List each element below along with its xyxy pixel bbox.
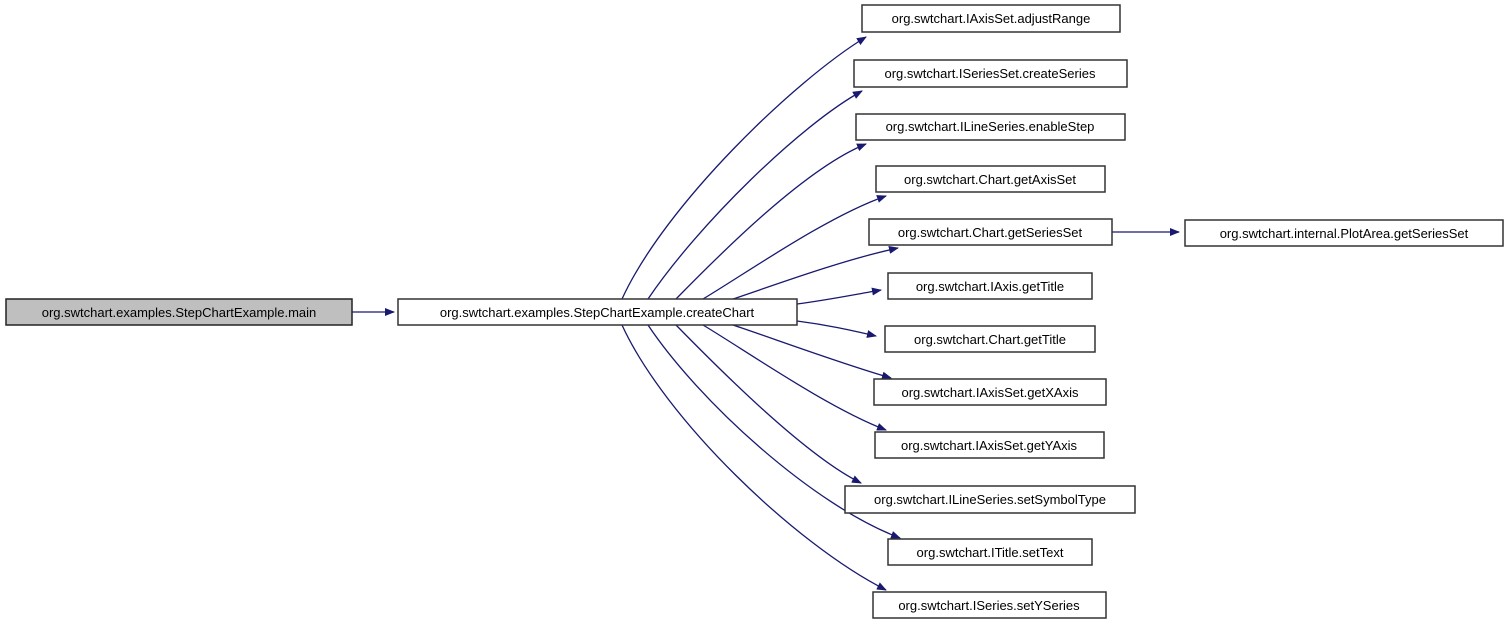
edge-createchart-to-getseriesset	[732, 245, 899, 300]
edge-createchart-to-setyseries	[621, 324, 887, 591]
node-getseriesset-box	[868, 218, 1113, 246]
node-setsymboltype-label: org.swtchart.ILineSeries.setSymbolType	[874, 492, 1106, 507]
node-enablestep-label: org.swtchart.ILineSeries.enableStep	[886, 119, 1095, 134]
edge-createchart-to-enablestep	[675, 143, 867, 300]
node-createseries[interactable]: org.swtchart.ISeriesSet.createSeries	[853, 59, 1128, 88]
node-chart-gettitle-label: org.swtchart.Chart.getTitle	[914, 332, 1066, 347]
node-getseriesset-label: org.swtchart.Chart.getSeriesSet	[898, 225, 1083, 240]
node-plotarea-getseriesset-box	[1184, 219, 1504, 247]
edge-createchart-to-createseries	[647, 90, 863, 300]
node-setyseries[interactable]: org.swtchart.ISeries.setYSeries	[872, 591, 1107, 619]
node-settext[interactable]: org.swtchart.ITitle.setText	[887, 538, 1093, 566]
node-getxaxis-label: org.swtchart.IAxisSet.getXAxis	[901, 385, 1079, 400]
node-setsymboltype[interactable]: org.swtchart.ILineSeries.setSymbolType	[844, 485, 1136, 514]
edge-createchart-to-getaxisset	[702, 195, 887, 300]
node-getaxisset-label: org.swtchart.Chart.getAxisSet	[904, 172, 1076, 187]
node-getxaxis[interactable]: org.swtchart.IAxisSet.getXAxis	[873, 378, 1107, 406]
node-getseriesset[interactable]: org.swtchart.Chart.getSeriesSet	[868, 218, 1113, 246]
edge-createchart-to-getxaxis	[732, 324, 892, 380]
node-iaxis-gettitle-box	[887, 272, 1093, 300]
node-createseries-label: org.swtchart.ISeriesSet.createSeries	[885, 66, 1096, 81]
node-setyseries-label: org.swtchart.ISeries.setYSeries	[898, 598, 1080, 613]
node-adjustrange-label: org.swtchart.IAxisSet.adjustRange	[892, 11, 1091, 26]
node-enablestep[interactable]: org.swtchart.ILineSeries.enableStep	[855, 113, 1126, 141]
node-enablestep-box	[855, 113, 1126, 141]
node-plotarea-getseriesset-label: org.swtchart.internal.PlotArea.getSeries…	[1220, 226, 1469, 241]
node-createchart-label: org.swtchart.examples.StepChartExample.c…	[440, 305, 755, 320]
edge-createchart-to-settext	[647, 324, 901, 539]
node-adjustrange-box	[861, 4, 1121, 33]
node-createseries-box	[853, 59, 1128, 88]
edge-createchart-to-iaxis-gettitle	[796, 287, 882, 305]
node-getxaxis-box	[873, 378, 1107, 406]
edge-layer	[352, 36, 1180, 591]
node-getyaxis-box	[874, 431, 1105, 459]
node-settext-box	[887, 538, 1093, 566]
node-iaxis-gettitle[interactable]: org.swtchart.IAxis.getTitle	[887, 272, 1093, 300]
node-getaxisset-box	[875, 165, 1106, 193]
node-settext-label: org.swtchart.ITitle.setText	[917, 545, 1064, 560]
node-adjustrange[interactable]: org.swtchart.IAxisSet.adjustRange	[861, 4, 1121, 33]
edge-createchart-to-chart-gettitle	[796, 320, 877, 338]
node-iaxis-gettitle-label: org.swtchart.IAxis.getTitle	[916, 279, 1064, 294]
node-plotarea-getseriesset[interactable]: org.swtchart.internal.PlotArea.getSeries…	[1184, 219, 1504, 247]
node-getyaxis[interactable]: org.swtchart.IAxisSet.getYAxis	[874, 431, 1105, 459]
node-main-label: org.swtchart.examples.StepChartExample.m…	[42, 305, 317, 320]
node-chart-gettitle-box	[884, 325, 1096, 353]
edge-createchart-to-setsymboltype	[675, 324, 862, 484]
edge-createchart-to-getyaxis	[702, 324, 887, 431]
node-setsymboltype-box	[844, 485, 1136, 514]
node-getyaxis-label: org.swtchart.IAxisSet.getYAxis	[901, 438, 1078, 453]
node-setyseries-box	[872, 591, 1107, 619]
node-main[interactable]: org.swtchart.examples.StepChartExample.m…	[5, 298, 353, 326]
node-getaxisset[interactable]: org.swtchart.Chart.getAxisSet	[875, 165, 1106, 193]
node-createchart-box	[397, 298, 798, 326]
node-chart-gettitle[interactable]: org.swtchart.Chart.getTitle	[884, 325, 1096, 353]
node-createchart[interactable]: org.swtchart.examples.StepChartExample.c…	[397, 298, 798, 326]
edge-createchart-to-adjustrange	[621, 36, 867, 300]
node-main-box	[5, 298, 353, 326]
